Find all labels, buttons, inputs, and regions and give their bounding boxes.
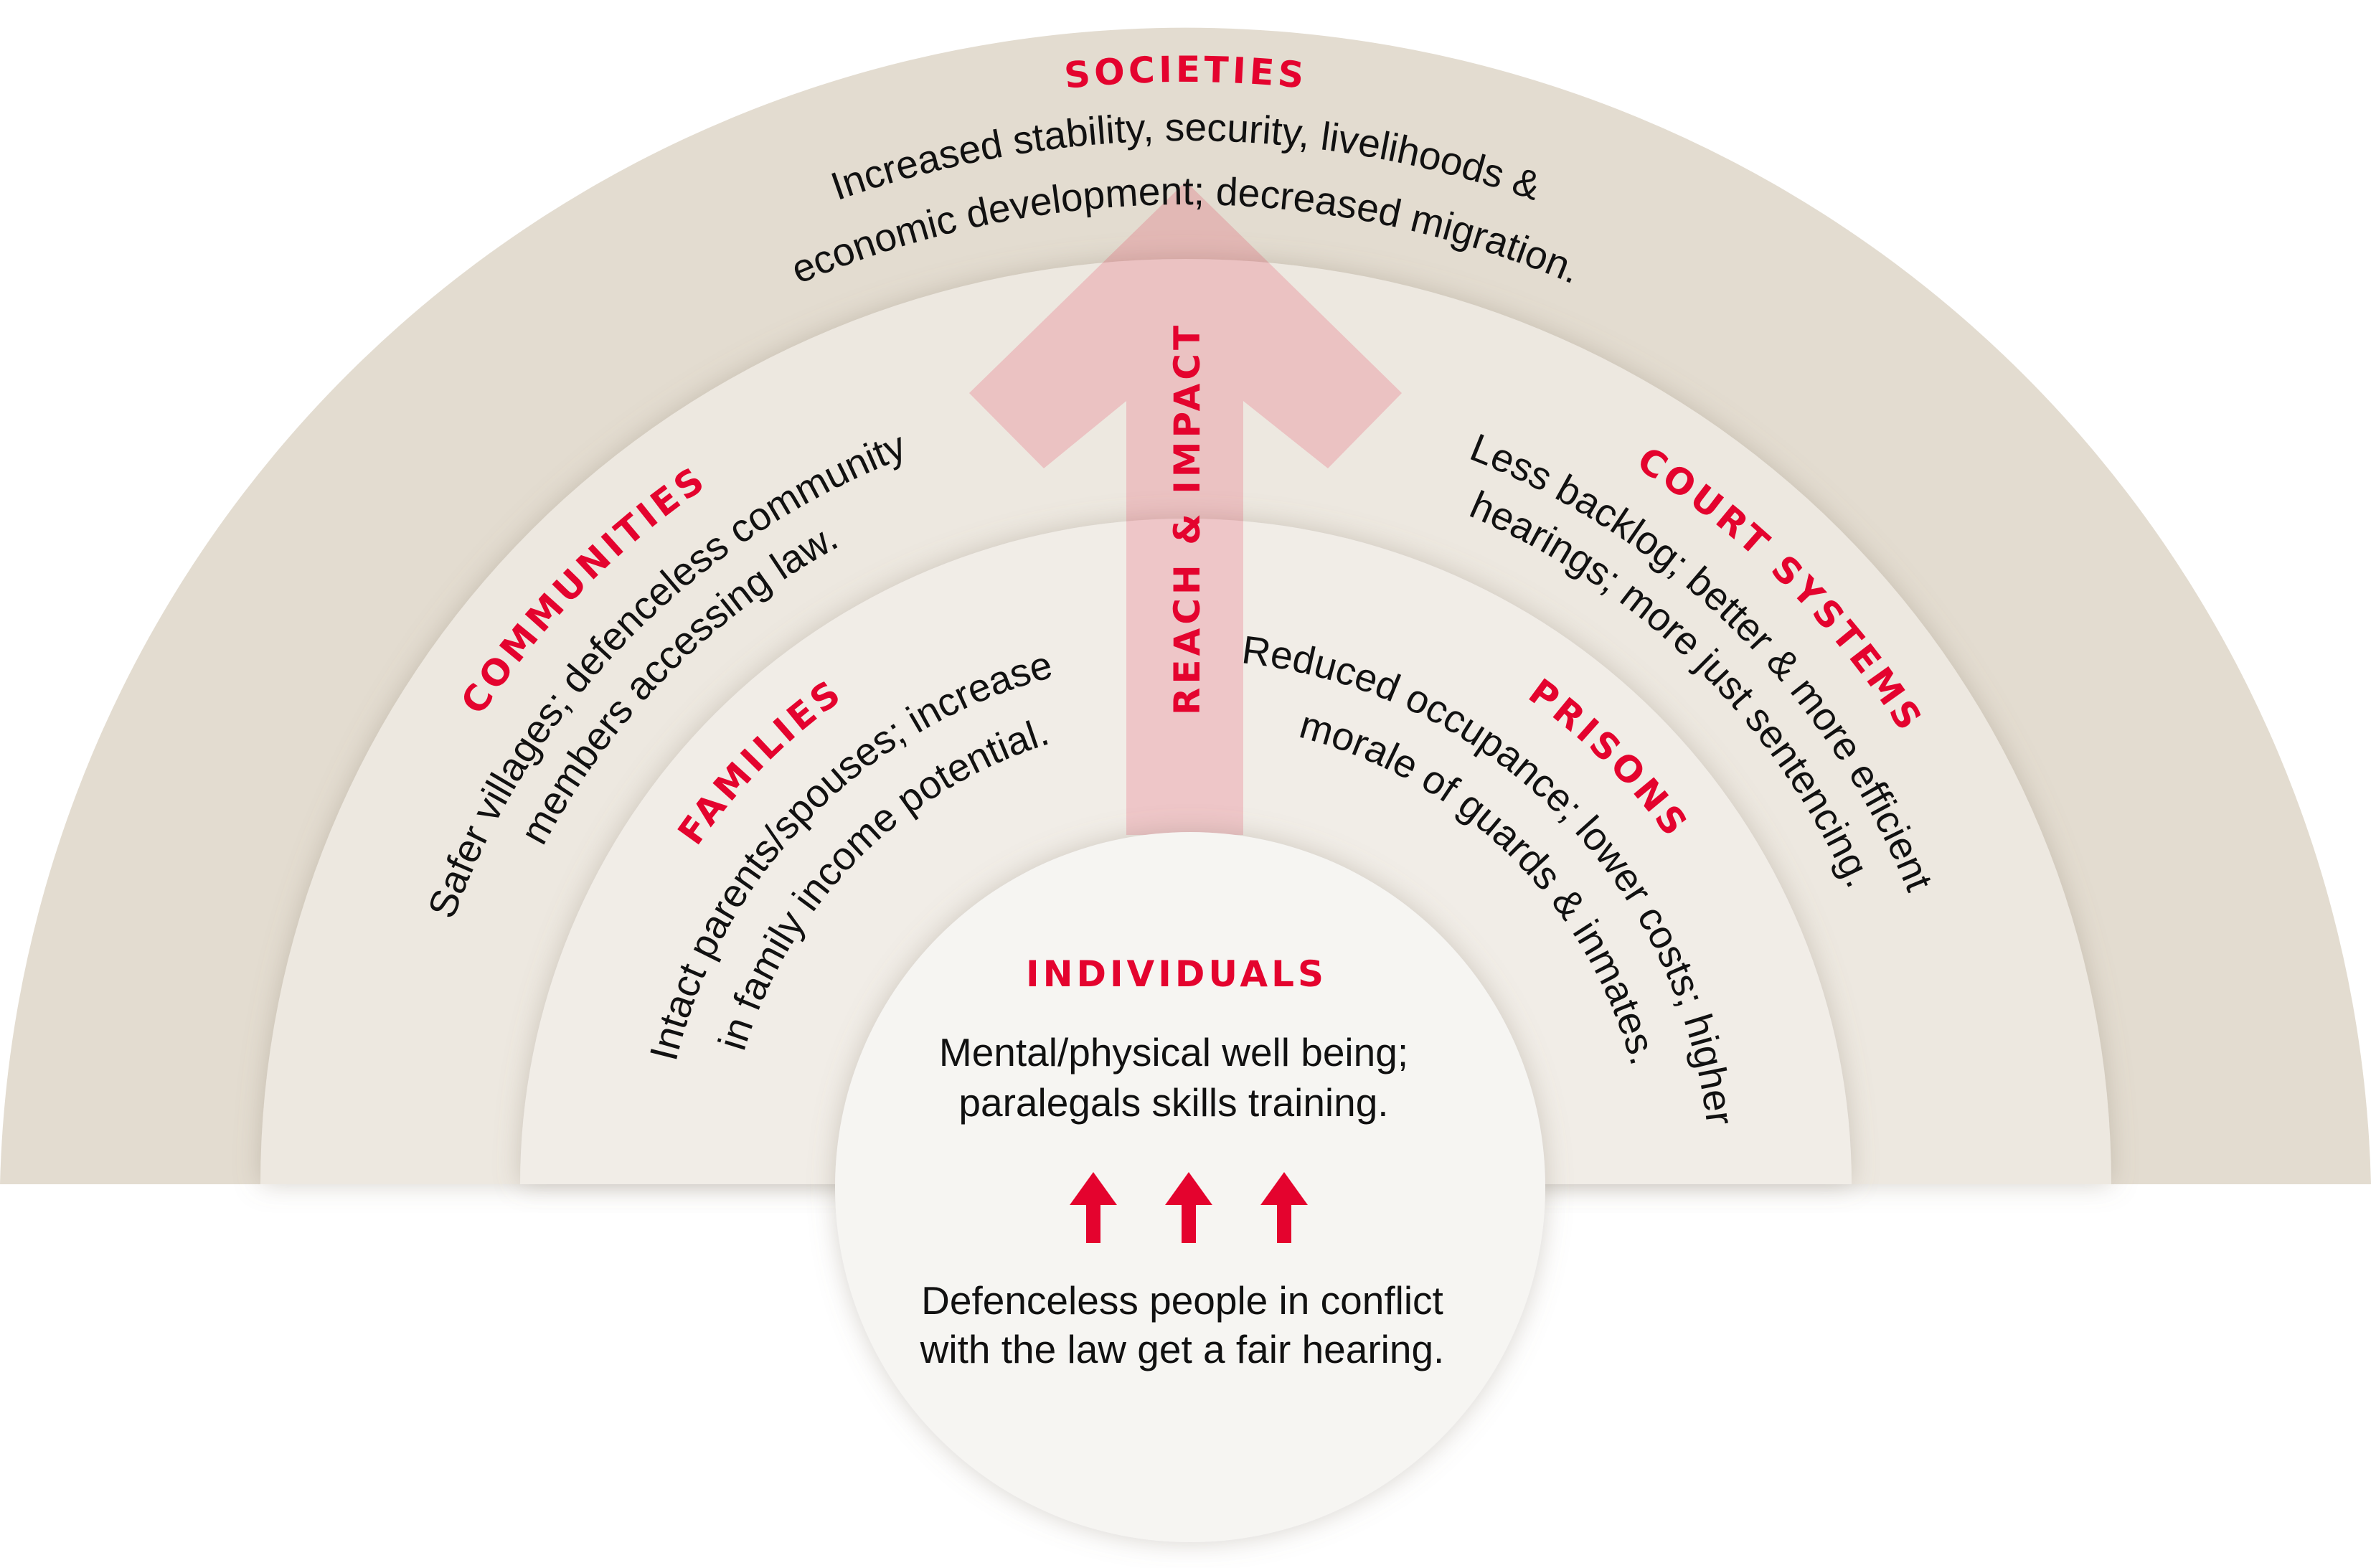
societies-title: SOCIETIES — [1062, 49, 1306, 97]
up-arrow-icon — [1070, 1172, 1117, 1243]
reach-impact-arrow — [969, 181, 1402, 835]
reach-impact-label: REACH & IMPACT — [1166, 322, 1208, 715]
individuals-line-2: paralegals skills training. — [958, 1080, 1388, 1125]
svg-text:SOCIETIES: SOCIETIES — [1062, 49, 1309, 97]
individuals-base-line-2: with the law get a fair hearing. — [920, 1327, 1445, 1371]
up-arrow-icon — [1260, 1172, 1308, 1243]
individuals-base-line-1: Defenceless people in conflict — [921, 1278, 1443, 1323]
up-arrow-icon — [1165, 1172, 1212, 1243]
individuals-line-1: Mental/physical well being; — [939, 1030, 1408, 1075]
individuals-title: INDIVIDUALS — [1026, 953, 1327, 995]
